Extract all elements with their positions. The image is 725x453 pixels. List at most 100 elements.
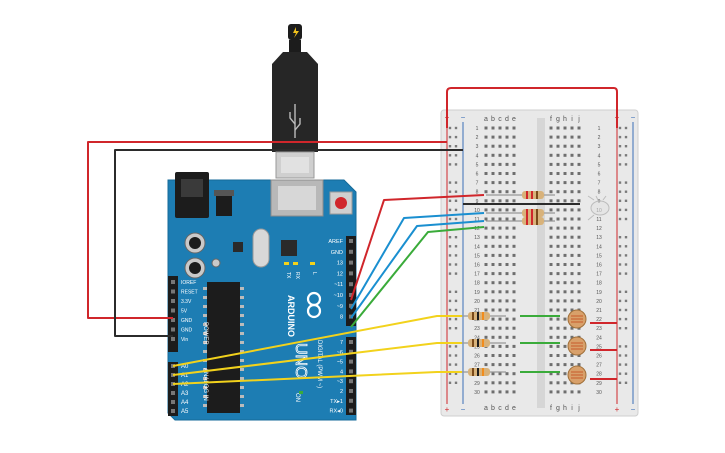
digital-pin-label: GND [331, 250, 343, 256]
column-letter: e [512, 405, 516, 412]
wire-red-pin12 [350, 194, 485, 301]
resistor-ldr-3 [462, 368, 506, 376]
power-pin-label: Vin [181, 337, 188, 343]
row-number: 29 [596, 381, 602, 387]
digital-pin-label: ~3 [337, 379, 343, 385]
wire-blue-pin11 [350, 212, 485, 310]
row-number: 12 [596, 226, 602, 232]
row-number: 25 [596, 344, 602, 350]
row-number: 26 [474, 354, 480, 360]
row-number: 20 [596, 299, 602, 305]
row-number: 14 [596, 244, 602, 250]
resistor-led-2 [486, 209, 555, 217]
resistor-ldr-2 [462, 339, 506, 347]
photoresistor-2-icon [567, 336, 587, 356]
wires [87, 87, 618, 385]
row-number: 5 [598, 162, 601, 168]
power-pin-label: GND [181, 318, 193, 324]
rail-minus-label-right: − [631, 113, 636, 122]
row-number: 13 [596, 235, 602, 241]
rail-plus-label-bottom: + [445, 405, 450, 414]
reset-button[interactable] [335, 197, 347, 209]
power-header-title: POWER [202, 322, 208, 345]
row-number: 15 [474, 253, 480, 259]
column-letter: b [491, 116, 495, 123]
row-number: 13 [474, 235, 480, 241]
row-number: 8 [476, 190, 479, 196]
arduino-uno-board: TX RX L ARDUINO UNO ON IOREFRESET3.3V5VG… [167, 172, 357, 421]
digital-pin-label: 7 [340, 340, 343, 346]
analog-pin-label: A3 [181, 391, 189, 397]
rail-minus-label: − [461, 113, 466, 122]
digital-pin-label: ~5 [337, 360, 343, 366]
row-number: 24 [596, 335, 602, 341]
row-number: 17 [474, 272, 480, 278]
row-number: 12 [474, 226, 480, 232]
row-number: 19 [474, 290, 480, 296]
digital-header-title: DIGITAL (PWM ~) [316, 340, 322, 388]
analog-pin-label: A5 [181, 409, 189, 415]
row-number: 10 [474, 208, 480, 214]
digital-pin-label: RX◂0 [330, 409, 343, 415]
row-number: 6 [476, 172, 479, 178]
power-pin-label: 5V [181, 309, 188, 315]
rail-minus-label-right-bottom: − [631, 405, 636, 414]
power-pin-label: 3.3V [181, 299, 192, 305]
row-number: 2 [476, 135, 479, 141]
row-number: 4 [476, 153, 479, 159]
column-letter: a [484, 116, 488, 123]
row-number: 23 [596, 326, 602, 332]
row-number: 5 [476, 162, 479, 168]
row-number: 2 [598, 135, 601, 141]
usb-cable-icon [272, 24, 318, 179]
column-letter: e [512, 116, 516, 123]
power-pin-label: RESET [181, 290, 198, 296]
tx-label: TX [285, 272, 291, 279]
arduino-logo-icon [306, 291, 322, 319]
column-letter: j [577, 116, 580, 123]
row-number: 18 [474, 281, 480, 287]
rx-label: RX [294, 272, 300, 280]
column-letter: h [563, 405, 567, 412]
row-number: 14 [474, 244, 480, 250]
row-number: 22 [474, 317, 480, 323]
row-number: 26 [596, 354, 602, 360]
digital-pin-label: ~11 [334, 282, 343, 288]
digital-pin-label: TX▸1 [330, 399, 343, 405]
row-number: 29 [474, 381, 480, 387]
l-label: L [311, 272, 317, 275]
column-letter: c [498, 116, 502, 123]
column-letter: g [556, 405, 560, 412]
analog-pin-label: A2 [181, 382, 189, 388]
analog-pin-label: A0 [181, 364, 189, 370]
row-number: 7 [598, 181, 601, 187]
row-number: 11 [474, 217, 479, 223]
column-letter: f [550, 116, 552, 123]
wire-yellow-a2 [172, 371, 462, 385]
row-number: 15 [596, 253, 602, 259]
row-number: 3 [598, 144, 601, 150]
photoresistor-1-icon [567, 309, 587, 329]
row-number: 18 [596, 281, 602, 287]
row-number: 3 [476, 144, 479, 150]
row-number: 27 [596, 363, 602, 369]
row-number: 21 [596, 308, 602, 314]
wire-red-5v [87, 141, 447, 319]
wire-green-pin9 [350, 226, 485, 328]
row-number: 28 [596, 372, 602, 378]
analog-pin-label: A1 [181, 373, 189, 379]
wire-yellow-a0 [172, 315, 462, 367]
row-number: 30 [474, 390, 480, 396]
row-number: 23 [474, 326, 480, 332]
model-label: UNO [292, 343, 309, 379]
row-number: 24 [474, 335, 480, 341]
analog-pin-label: A4 [181, 400, 189, 406]
digital-pin-label: 13 [337, 261, 343, 267]
row-number: 11 [596, 217, 601, 223]
wire-blue-pin10 [350, 220, 485, 319]
row-number: 25 [474, 344, 480, 350]
digital-pin-label: 12 [337, 271, 343, 277]
column-letter: g [556, 116, 560, 123]
